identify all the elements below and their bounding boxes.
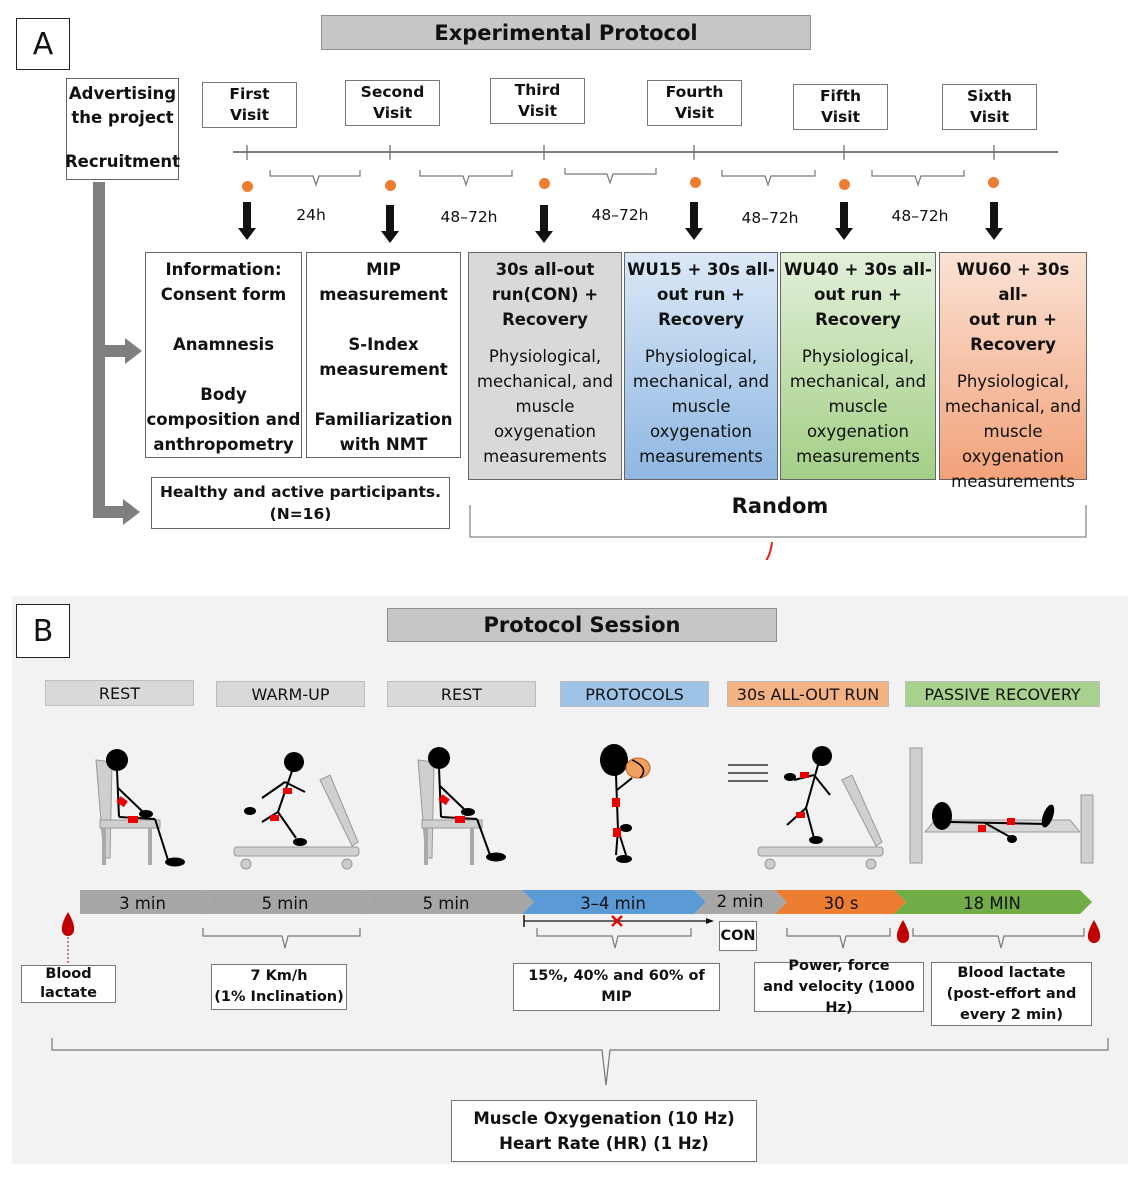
panel-a-title: Experimental Protocol	[321, 15, 811, 50]
gap-label-4: 48–72h	[741, 209, 799, 227]
phase-all-out-run: 30s ALL-OUT RUN	[727, 681, 889, 707]
visit-6-details: WU60 + 30s all-out run +Recovery Physiol…	[939, 252, 1087, 491]
gap-label-3: 48–72h	[591, 206, 649, 224]
timeline-label-2: 5 min	[261, 893, 309, 913]
visit-dot-4	[690, 177, 701, 188]
timeline-seg-all-out	[775, 890, 906, 914]
visit-4-details: WU15 + 30s all-out run +Recovery Physiol…	[624, 252, 778, 480]
phase-protocols: PROTOCOLS	[560, 681, 709, 707]
visit-arrows	[238, 202, 1003, 243]
random-bracket	[469, 505, 1087, 538]
gap-label-2: 48–72h	[440, 208, 498, 226]
recruit-connector	[93, 182, 142, 525]
phase-passive-recovery: PASSIVE RECOVERY	[905, 681, 1100, 707]
timeline-label-1: 3 min	[119, 893, 166, 913]
oxygenation-hr-note: Muscle Oxygenation (10 Hz)Heart Rate (HR…	[451, 1100, 757, 1162]
random-label: Random	[731, 494, 829, 518]
detail-braces	[51, 928, 1109, 1086]
seated-rest-icon-2	[417, 747, 506, 865]
visit-1-details: Information: Consent form Anamnesis Body…	[145, 252, 302, 458]
cross-icon	[611, 915, 623, 927]
seated-rest-icon-1	[95, 749, 185, 867]
panel-a-label: A	[16, 18, 70, 70]
timeline-seg-protocols	[522, 890, 706, 914]
red-curve-arrow	[765, 541, 773, 560]
con-label: CON	[719, 921, 757, 951]
timeline-ticks	[246, 145, 995, 160]
timeline-label-3: 5 min	[422, 893, 470, 913]
timeline-label-5: 2 min	[716, 891, 764, 911]
recruitment-box: Advertising the project Recruitment	[65, 78, 180, 180]
panel-a-graphics	[93, 145, 1087, 560]
timeline-seg-warmup	[200, 890, 372, 914]
session-illustrations	[95, 744, 1094, 870]
visit-dot-5	[839, 179, 850, 190]
timeline-label-7: 18 MIN	[963, 893, 1021, 913]
treadmill-warmup-icon	[233, 752, 360, 870]
blood-drop-icons	[61, 912, 1101, 943]
gap-braces	[269, 168, 965, 187]
visit-2-details: MIP measurement S-Index measurement Fami…	[306, 252, 461, 458]
phase-warm-up: WARM-UP	[216, 681, 365, 707]
timeline-seg-recovery	[894, 890, 1092, 914]
panel-b-title: Protocol Session	[387, 608, 777, 642]
session-timeline	[80, 890, 1092, 914]
timeline-seg-rest-1	[80, 890, 212, 914]
gap-label-5: 48–72h	[891, 207, 949, 225]
visit-dot-1	[242, 181, 253, 192]
breathing-device-icon	[600, 744, 651, 863]
passive-recovery-icon	[909, 747, 1094, 864]
timeline-seg-rest-2	[360, 890, 534, 914]
gap-label-1: 24h	[296, 206, 326, 224]
phase-rest-1: REST	[45, 680, 194, 706]
timeline-seg-transition	[694, 890, 787, 914]
panel-b-label: B	[16, 604, 70, 658]
visit-dot-2	[385, 180, 396, 191]
timeline-label-4: 3–4 min	[580, 893, 646, 913]
timeline-label-6: 30 s	[823, 893, 859, 913]
warmup-speed-note: 7 Km/h(1% Inclination)	[211, 964, 347, 1010]
visit-5-details: WU40 + 30s all-out run +Recovery Physiol…	[780, 252, 936, 480]
mip-note: 15%, 40% and 60% of MIP	[513, 963, 720, 1011]
participants-box: Healthy and active participants. (N=16)	[151, 477, 450, 529]
visit-dot-3	[539, 178, 550, 189]
session-annotations	[51, 912, 1109, 1086]
visit-dot-6	[988, 177, 999, 188]
phase-rest-2: REST	[387, 681, 536, 707]
all-out-run-icon	[728, 746, 884, 870]
